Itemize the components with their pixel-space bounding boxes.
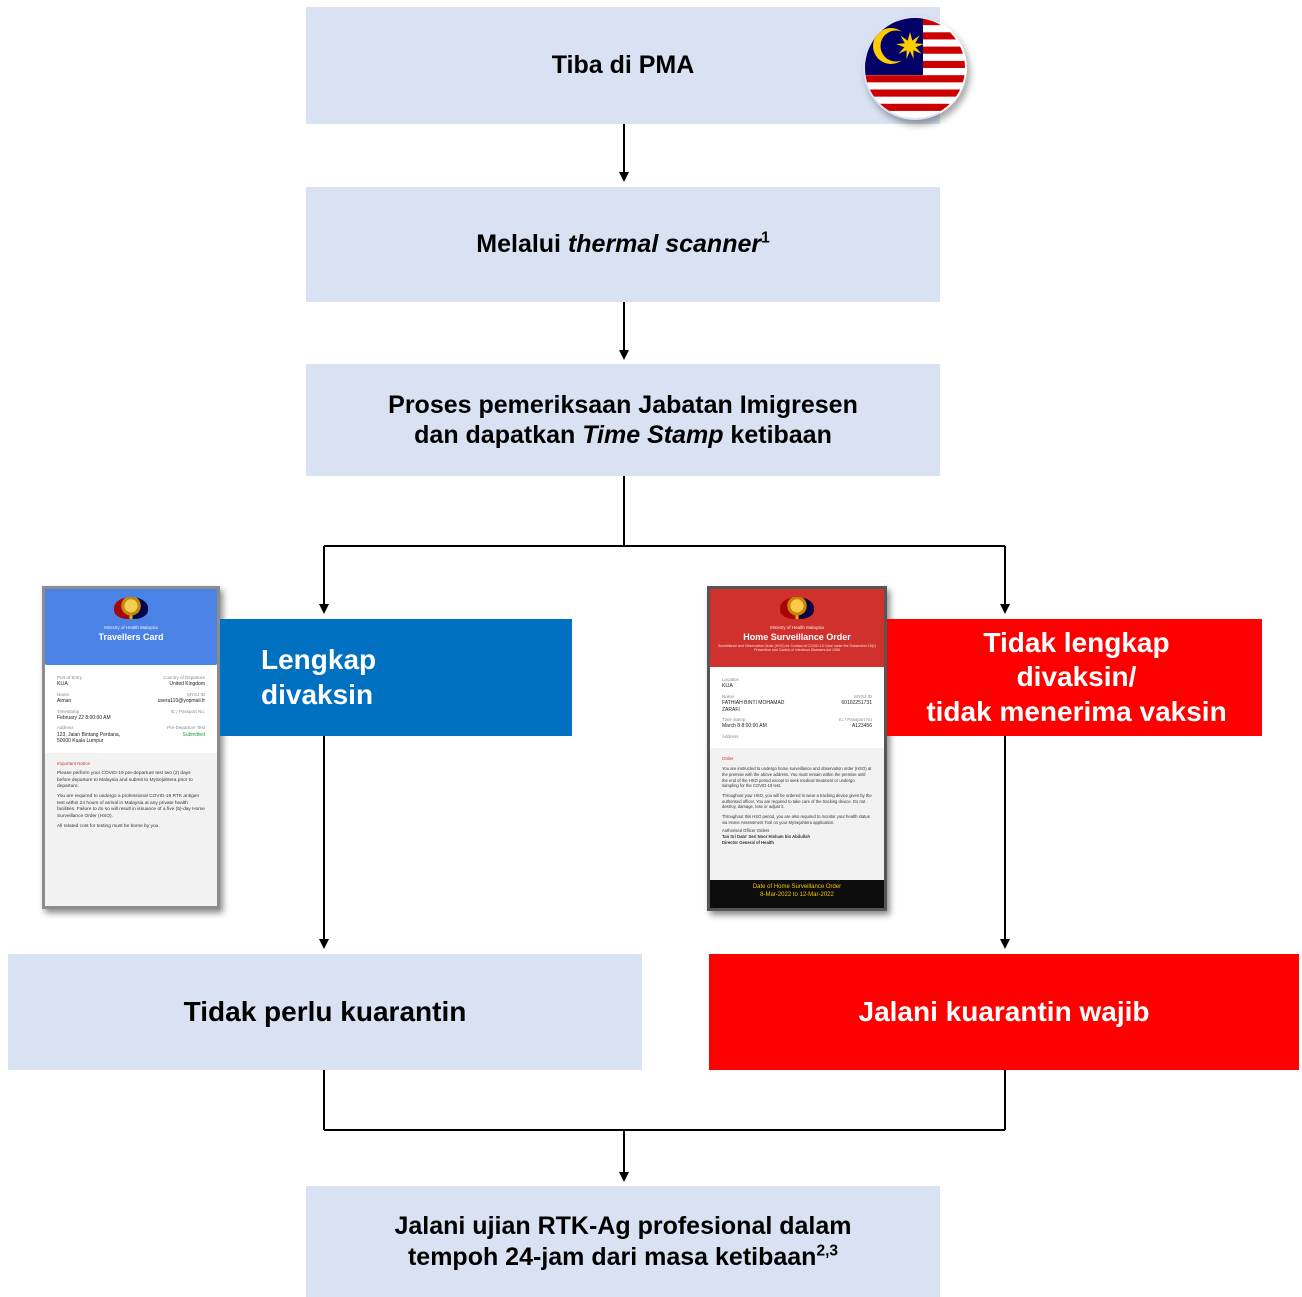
arrive-box: Tiba di PMA bbox=[306, 7, 940, 124]
rtk-test-box: Jalani ujian RTK-Ag profesional dalam te… bbox=[306, 1186, 940, 1297]
travellers-card-title: Travellers Card bbox=[98, 632, 164, 642]
arrive-label: Tiba di PMA bbox=[551, 51, 695, 80]
coat-of-arms-icon bbox=[114, 597, 148, 619]
fully-vaccinated-box: Lengkap divaksin bbox=[220, 619, 572, 736]
mandatory-quarantine-box: Jalani kuarantin wajib bbox=[709, 954, 1299, 1070]
thermal-scanner-text: Melalui thermal scanner1 bbox=[476, 229, 770, 259]
immigration-text: Proses pemeriksaan Jabatan Imigresen dan… bbox=[388, 390, 858, 450]
mandatory-quarantine-label: Jalani kuarantin wajib bbox=[858, 995, 1150, 1027]
not-fully-vaccinated-box: Tidak lengkap divaksin/ tidak menerima v… bbox=[887, 619, 1262, 736]
immigration-box: Proses pemeriksaan Jabatan Imigresen dan… bbox=[306, 364, 940, 476]
rtk-test-text: Jalani ujian RTK-Ag profesional dalam te… bbox=[394, 1212, 852, 1271]
hso-footer: Date of Home Surveillance Order 8-Mar-20… bbox=[710, 880, 884, 908]
home-surveillance-order-screenshot: Ministry of Health Malaysia Home Surveil… bbox=[707, 586, 887, 911]
thermal-scanner-box: Melalui thermal scanner1 bbox=[306, 187, 940, 302]
fully-vaccinated-text: Lengkap divaksin bbox=[261, 644, 377, 710]
hso-card-title: Home Surveillance Order bbox=[743, 632, 851, 642]
malaysia-flag-icon bbox=[863, 16, 967, 120]
not-fully-vaccinated-text: Tidak lengkap divaksin/ tidak menerima v… bbox=[926, 627, 1227, 727]
no-quarantine-label: Tidak perlu kuarantin bbox=[183, 995, 467, 1027]
no-quarantine-box: Tidak perlu kuarantin bbox=[8, 954, 642, 1070]
travellers-card-screenshot: Ministry of Health Malaysia Travellers C… bbox=[42, 586, 220, 909]
coat-of-arms-icon bbox=[780, 597, 814, 619]
